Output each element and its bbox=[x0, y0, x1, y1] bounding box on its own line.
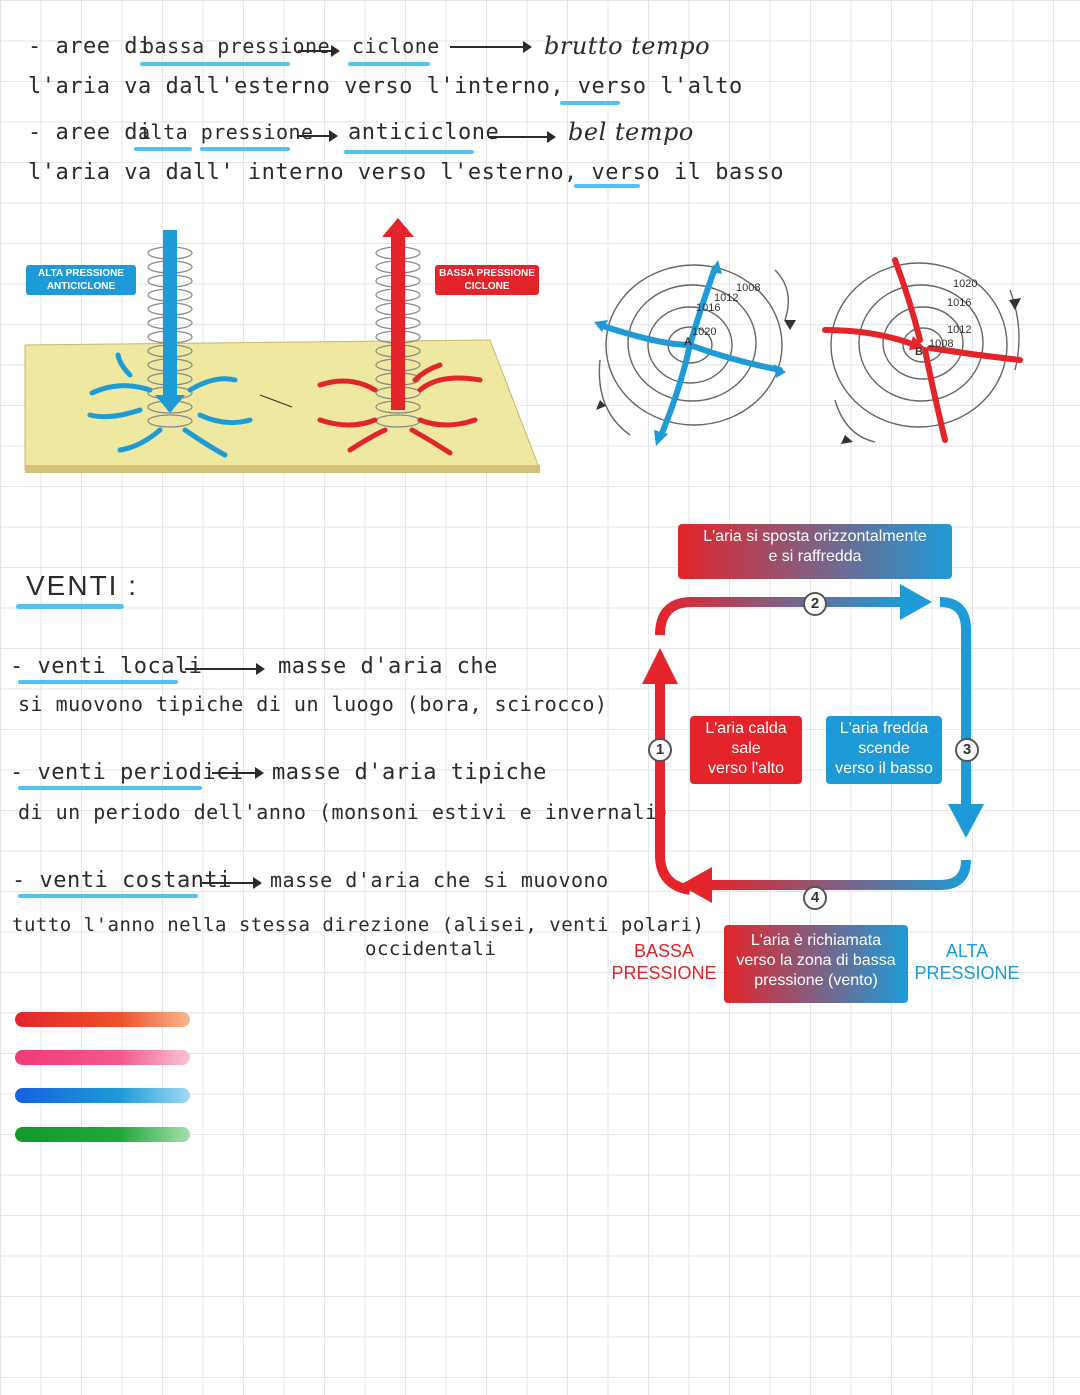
arrow bbox=[298, 45, 340, 57]
arrow bbox=[212, 767, 264, 779]
isobar-label: 1008 bbox=[736, 282, 761, 294]
underline bbox=[140, 62, 290, 66]
underline bbox=[560, 101, 620, 105]
note-line3-c: anticiclone bbox=[348, 120, 500, 145]
isobar-map-cyclone: B 1020 1016 1012 1008 bbox=[815, 250, 1030, 450]
underline bbox=[134, 147, 192, 151]
venti-costanti-desc2: tutto l'anno nella stessa direzione (ali… bbox=[12, 914, 705, 936]
venti-costanti-desc: masse d'aria che si muovono bbox=[270, 868, 609, 892]
isobar-label: 1012 bbox=[714, 292, 739, 304]
step-4: 4 bbox=[803, 886, 827, 910]
venti-periodici-desc2: di un periodo dell'anno (monsoni estivi … bbox=[18, 800, 671, 824]
venti-title: VENTI : bbox=[26, 570, 139, 601]
box-left: L'aria calda sale verso l'alto bbox=[690, 716, 802, 784]
isobar-label: 1020 bbox=[953, 278, 978, 290]
step-2: 2 bbox=[803, 592, 827, 616]
arrow bbox=[298, 130, 338, 142]
isobar-label: 1008 bbox=[929, 338, 954, 350]
venti-locali-label: - venti locali bbox=[10, 654, 203, 679]
note-line2: l'aria va dall'esterno verso l'interno, … bbox=[28, 74, 743, 99]
note-line3-b: alta pressione bbox=[138, 120, 314, 144]
isobar-map-anticyclone: A 1020 1016 1012 1008 bbox=[590, 250, 805, 450]
isobar-center-b: B bbox=[915, 346, 923, 358]
box-bottom: L'aria è richiamata verso la zona di bas… bbox=[724, 925, 908, 1003]
note-line1-b: bassa pressione bbox=[142, 34, 331, 58]
venti-periodici-desc: masse d'aria tipiche bbox=[272, 760, 547, 785]
note-line1-d: brutto tempo bbox=[544, 32, 711, 60]
swatch-pink bbox=[15, 1050, 190, 1065]
underline bbox=[18, 680, 178, 684]
swatch-green bbox=[15, 1127, 190, 1142]
swatch-red bbox=[15, 1012, 190, 1027]
underline bbox=[18, 786, 202, 790]
note-line1-a: - aree di bbox=[28, 34, 152, 59]
box-top: L'aria si sposta orizzontalmente e si ra… bbox=[678, 524, 952, 579]
step-1: 1 bbox=[648, 738, 672, 762]
underline bbox=[200, 147, 290, 151]
note-line3-a: - aree di bbox=[28, 120, 152, 145]
venti-periodici-label: - venti periodici bbox=[10, 760, 244, 785]
label-alta-pressione: ALTA PRESSIONE bbox=[914, 941, 1020, 983]
venti-locali-desc: masse d'aria che bbox=[278, 654, 498, 679]
underline bbox=[18, 894, 198, 898]
note-line1-c: ciclone bbox=[352, 34, 440, 58]
anticyclone-isobars bbox=[594, 260, 796, 446]
arrow bbox=[450, 41, 532, 53]
underline bbox=[16, 604, 124, 609]
pressure-columns-diagram: ALTA PRESSIONE ANTICICLONE BASSA PRESSIO… bbox=[20, 215, 560, 480]
arrow bbox=[488, 131, 556, 143]
convection-cycle-diagram: L'aria si sposta orizzontalmente e si ra… bbox=[610, 520, 1030, 1010]
note-line3-d: bel tempo bbox=[568, 118, 694, 146]
arrow bbox=[185, 663, 265, 675]
swatch-blue bbox=[15, 1088, 190, 1103]
venti-costanti-label: - venti costanti bbox=[12, 868, 232, 893]
underline bbox=[348, 62, 430, 66]
isobar-label: 1020 bbox=[692, 326, 717, 338]
isobar-label: 1016 bbox=[947, 297, 972, 309]
box-right: L'aria fredda scende verso il basso bbox=[826, 716, 942, 784]
underline bbox=[344, 150, 474, 154]
cycle-arrows bbox=[642, 584, 984, 903]
venti-locali-desc2: si muovono tipiche di un luogo (bora, sc… bbox=[18, 692, 608, 716]
step-3: 3 bbox=[955, 738, 979, 762]
underline bbox=[574, 184, 640, 188]
tag-bassa-pressione: BASSA PRESSIONE CICLONE bbox=[435, 265, 539, 295]
isobar-label: 1012 bbox=[947, 324, 972, 336]
tag-alta-pressione: ALTA PRESSIONE ANTICICLONE bbox=[26, 265, 136, 295]
venti-costanti-desc3: occidentali bbox=[365, 938, 497, 960]
cyclone-isobars bbox=[822, 257, 1023, 444]
note-line4: l'aria va dall' interno verso l'esterno,… bbox=[28, 160, 784, 185]
label-bassa-pressione: BASSA PRESSIONE bbox=[611, 941, 717, 983]
arrow bbox=[202, 877, 262, 889]
pressure-plane-illustration bbox=[24, 218, 541, 473]
isobar-center-a: A bbox=[684, 336, 692, 348]
isobar-label: 1016 bbox=[696, 302, 721, 314]
